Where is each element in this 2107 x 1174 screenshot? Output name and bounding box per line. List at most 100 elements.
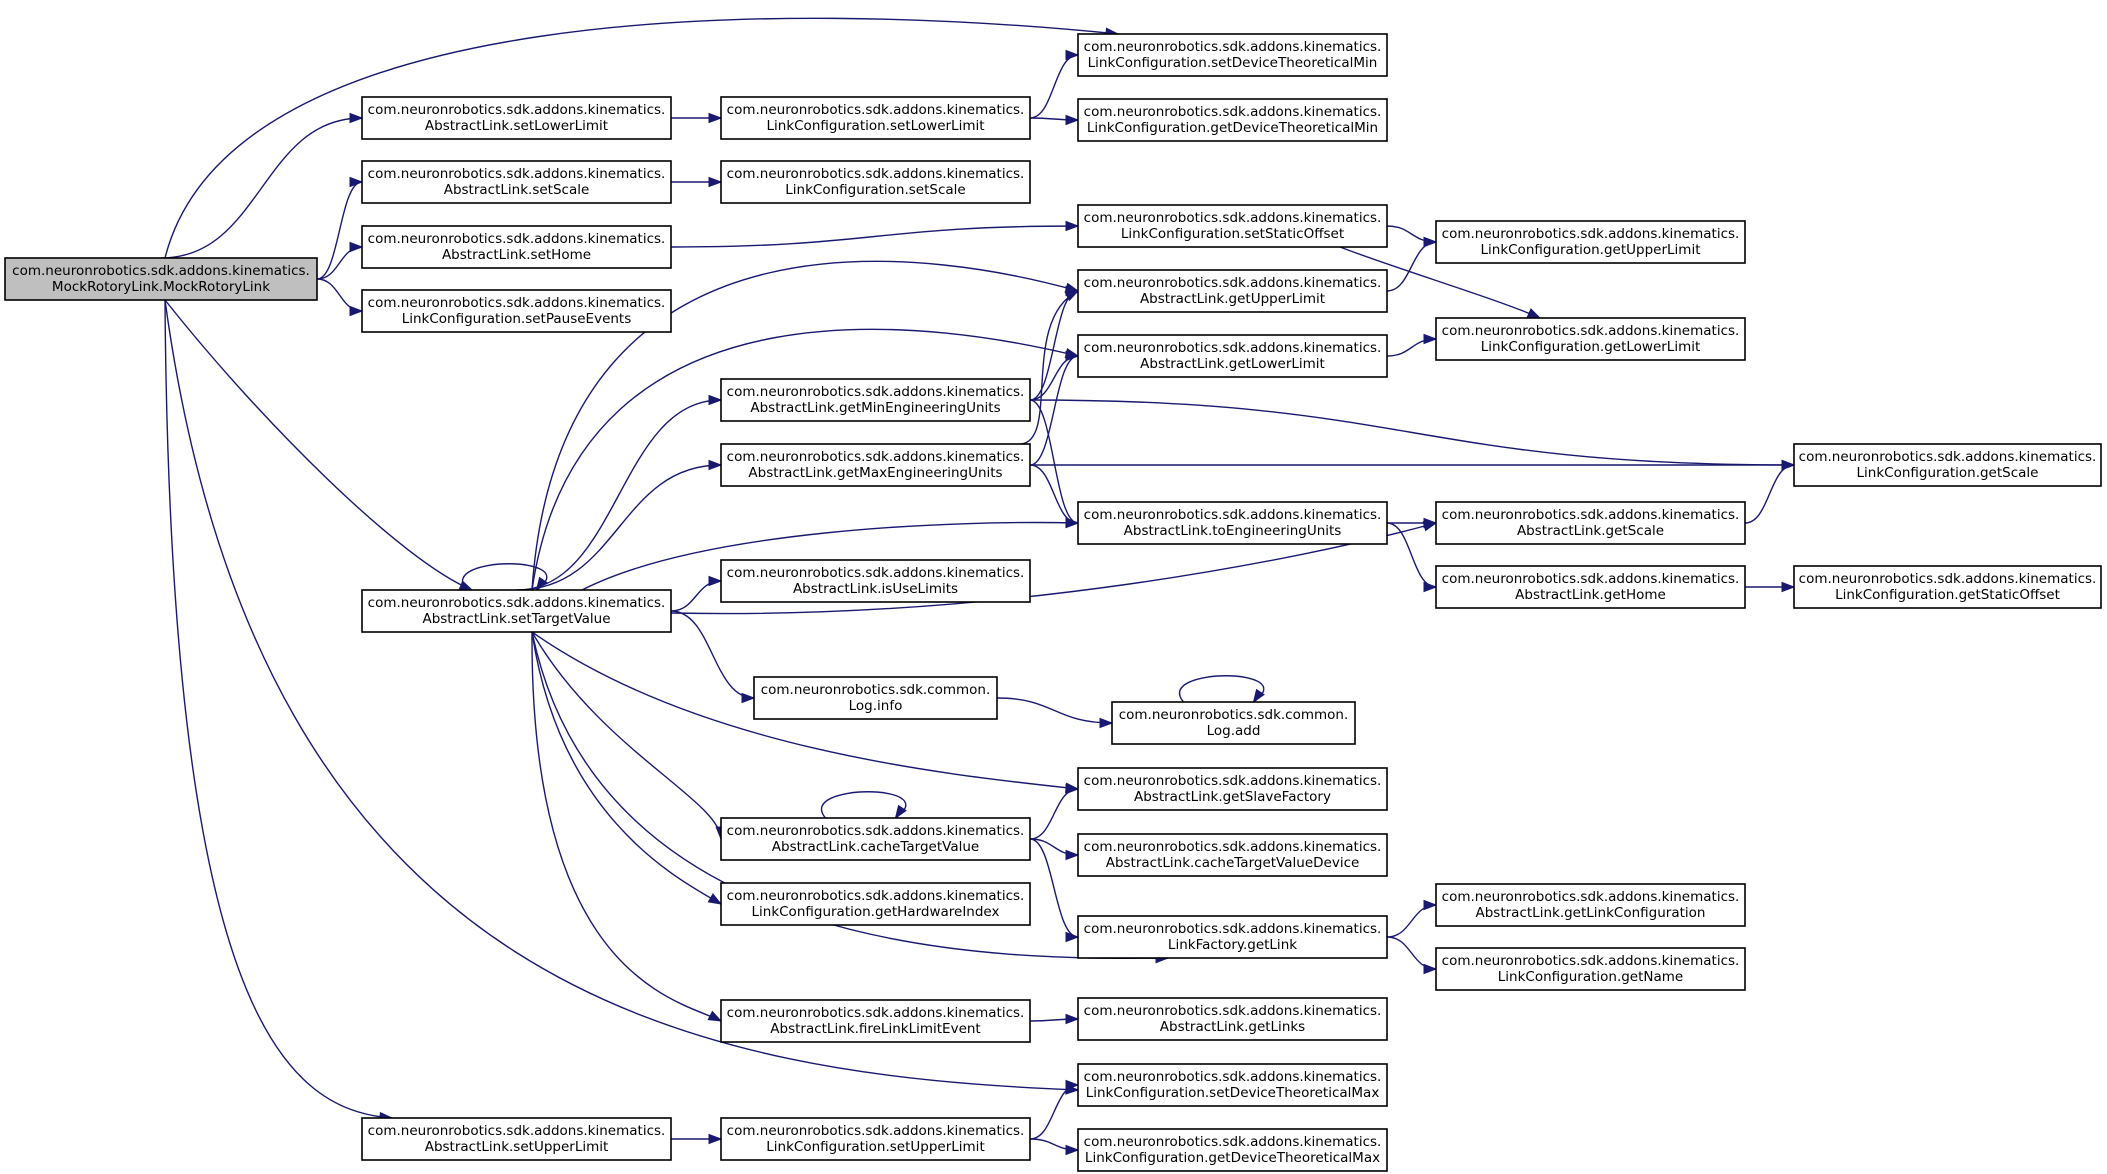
edge-al_getMinEU-to-al_toEU xyxy=(1029,399,1080,529)
node-al_getMinEU[interactable]: com.neuronrobotics.sdk.addons.kinematics… xyxy=(720,378,1031,422)
node-label-line2: AbstractLink.setTargetValue xyxy=(422,611,610,627)
edge-al_getMaxEU-to-al_getUpperLimit xyxy=(1020,290,1080,445)
node-label-line2: LinkConfiguration.getStaticOffset xyxy=(1835,587,2060,603)
node-label-line2: LinkConfiguration.setLowerLimit xyxy=(766,118,984,134)
node-label-line1: com.neuronrobotics.sdk.addons.kinematics… xyxy=(727,449,1025,465)
node-box xyxy=(720,96,1031,140)
node-al_getLinkConfiguration[interactable]: com.neuronrobotics.sdk.addons.kinematics… xyxy=(1435,883,1746,927)
node-lc_setUpperLimit[interactable]: com.neuronrobotics.sdk.addons.kinematics… xyxy=(720,1117,1031,1161)
node-al_cacheTargetValue[interactable]: com.neuronrobotics.sdk.addons.kinematics… xyxy=(720,817,1031,861)
node-box xyxy=(1077,915,1388,959)
node-label-line1: com.neuronrobotics.sdk.common. xyxy=(1119,707,1349,723)
edge-arrowhead xyxy=(1064,290,1080,302)
node-lc_setStaticOffset[interactable]: com.neuronrobotics.sdk.addons.kinematics… xyxy=(1077,204,1388,248)
node-log_info[interactable]: com.neuronrobotics.sdk.common.Log.info xyxy=(753,676,998,720)
node-label-line2: AbstractLink.getScale xyxy=(1517,523,1664,539)
edge-line xyxy=(1029,788,1079,840)
node-box xyxy=(361,289,672,333)
node-label-line2: MockRotoryLink.MockRotoryLink xyxy=(52,279,270,295)
node-al_setLowerLimit[interactable]: com.neuronrobotics.sdk.addons.kinematics… xyxy=(361,96,672,140)
node-al_setScale[interactable]: com.neuronrobotics.sdk.addons.kinematics… xyxy=(361,160,672,204)
node-al_getLinks[interactable]: com.neuronrobotics.sdk.addons.kinematics… xyxy=(1077,997,1388,1041)
node-label-line1: com.neuronrobotics.sdk.addons.kinematics… xyxy=(368,1123,666,1139)
node-al_fireLinkLimitEvent[interactable]: com.neuronrobotics.sdk.addons.kinematics… xyxy=(720,999,1031,1043)
node-label-line1: com.neuronrobotics.sdk.addons.kinematics… xyxy=(1084,839,1382,855)
edge-log_info-to-log_add xyxy=(996,697,1114,729)
node-label-line1: com.neuronrobotics.sdk.addons.kinematics… xyxy=(1442,571,1740,587)
node-al_getLowerLimit[interactable]: com.neuronrobotics.sdk.addons.kinematics… xyxy=(1077,334,1388,378)
node-label-line1: com.neuronrobotics.sdk.addons.kinematics… xyxy=(12,263,310,279)
node-label-line1: com.neuronrobotics.sdk.addons.kinematics… xyxy=(1084,210,1382,226)
edge-arrowhead xyxy=(1065,1144,1080,1156)
node-log_add[interactable]: com.neuronrobotics.sdk.common.Log.add xyxy=(1111,701,1356,745)
node-lc_getDevTheoMax[interactable]: com.neuronrobotics.sdk.addons.kinematics… xyxy=(1077,1128,1388,1172)
node-label-line2: LinkFactory.getLink xyxy=(1168,937,1297,953)
edge-arrowhead xyxy=(1423,963,1438,975)
node-al_setUpperLimit[interactable]: com.neuronrobotics.sdk.addons.kinematics… xyxy=(361,1117,672,1161)
node-lc_setDevTheoMin[interactable]: com.neuronrobotics.sdk.addons.kinematics… xyxy=(1077,33,1388,77)
node-al_getUpperLimit[interactable]: com.neuronrobotics.sdk.addons.kinematics… xyxy=(1077,269,1388,313)
edge-arrowhead xyxy=(1065,350,1080,362)
node-label-line1: com.neuronrobotics.sdk.addons.kinematics… xyxy=(1084,773,1382,789)
node-label-line1: com.neuronrobotics.sdk.addons.kinematics… xyxy=(368,295,666,311)
edge-line xyxy=(1029,399,1795,466)
node-lc_getHardwareIndex[interactable]: com.neuronrobotics.sdk.addons.kinematics… xyxy=(720,882,1031,926)
node-label-line2: LinkConfiguration.setScale xyxy=(785,182,965,198)
node-al_isUseLimits[interactable]: com.neuronrobotics.sdk.addons.kinematics… xyxy=(720,559,1031,603)
node-label-line2: LinkConfiguration.getHardwareIndex xyxy=(751,904,999,920)
node-lc_getName[interactable]: com.neuronrobotics.sdk.addons.kinematics… xyxy=(1435,947,1746,991)
edge-lc_setUpperLimit-to-lc_getDevTheoMax xyxy=(1029,1138,1080,1156)
node-al_setTargetValue[interactable]: com.neuronrobotics.sdk.addons.kinematics… xyxy=(361,589,672,633)
edge-root-to-al_setUpperLimit xyxy=(164,299,394,1123)
edge-line xyxy=(316,181,363,280)
node-lc_getDevTheoMin[interactable]: com.neuronrobotics.sdk.addons.kinematics… xyxy=(1077,98,1388,142)
node-root[interactable]: com.neuronrobotics.sdk.addons.kinematics… xyxy=(4,257,318,301)
node-box xyxy=(361,589,672,633)
edge-al_fireLinkLimitEvent-to-al_getLinks xyxy=(1029,1013,1080,1025)
node-box xyxy=(1435,220,1746,264)
edge-arrowhead xyxy=(708,459,723,471)
node-box xyxy=(1793,565,2102,609)
node-label-line2: AbstractLink.getLinkConfiguration xyxy=(1476,905,1706,921)
node-al_cacheTVDevice[interactable]: com.neuronrobotics.sdk.addons.kinematics… xyxy=(1077,833,1388,877)
node-lc_setScale[interactable]: com.neuronrobotics.sdk.addons.kinematics… xyxy=(720,160,1031,204)
edge-arrowhead xyxy=(708,112,723,124)
node-al_getHome[interactable]: com.neuronrobotics.sdk.addons.kinematics… xyxy=(1435,565,1746,609)
node-label-line2: LinkConfiguration.getUpperLimit xyxy=(1480,242,1700,258)
edge-arrowhead xyxy=(1065,849,1080,861)
node-box xyxy=(361,225,672,269)
node-label-line2: AbstractLink.setUpperLimit xyxy=(425,1139,609,1155)
node-lc_getStaticOffset[interactable]: com.neuronrobotics.sdk.addons.kinematics… xyxy=(1793,565,2102,609)
edge-root-to-al_setHome xyxy=(316,241,364,280)
node-al_toEU[interactable]: com.neuronrobotics.sdk.addons.kinematics… xyxy=(1077,501,1388,545)
node-label-line1: com.neuronrobotics.sdk.addons.kinematics… xyxy=(1084,1069,1382,1085)
edge-line xyxy=(531,631,1079,790)
edge-line xyxy=(1029,54,1079,119)
node-lc_getScale[interactable]: com.neuronrobotics.sdk.addons.kinematics… xyxy=(1793,443,2102,487)
node-box xyxy=(1077,767,1388,811)
node-label-line1: com.neuronrobotics.sdk.addons.kinematics… xyxy=(727,823,1025,839)
edge-al_setTargetValue-to-log_info xyxy=(670,610,756,704)
edge-line xyxy=(1029,355,1079,466)
node-lc_setPauseEvents[interactable]: com.neuronrobotics.sdk.addons.kinematics… xyxy=(361,289,672,333)
edge-arrowhead xyxy=(1781,581,1796,593)
node-box xyxy=(361,1117,672,1161)
node-lc_getUpperLimit[interactable]: com.neuronrobotics.sdk.addons.kinematics… xyxy=(1435,220,1746,264)
node-lc_setLowerLimit[interactable]: com.neuronrobotics.sdk.addons.kinematics… xyxy=(720,96,1031,140)
node-label-line2: LinkConfiguration.getScale xyxy=(1857,465,2039,481)
node-lc_setDevTheoMax[interactable]: com.neuronrobotics.sdk.addons.kinematics… xyxy=(1077,1063,1388,1107)
node-al_getMaxEU[interactable]: com.neuronrobotics.sdk.addons.kinematics… xyxy=(720,443,1031,487)
edge-root-to-lc_setPauseEvents xyxy=(316,278,364,317)
node-label-line2: AbstractLink.getUpperLimit xyxy=(1140,291,1325,307)
node-lc_getLowerLimit[interactable]: com.neuronrobotics.sdk.addons.kinematics… xyxy=(1435,317,1746,361)
edge-al_getHome-to-lc_getStaticOffset xyxy=(1745,581,1796,593)
node-lf_getLink[interactable]: com.neuronrobotics.sdk.addons.kinematics… xyxy=(1077,915,1388,959)
edge-al_getScale-to-lc_getScale xyxy=(1744,459,1796,524)
node-al_getScale[interactable]: com.neuronrobotics.sdk.addons.kinematics… xyxy=(1435,501,1746,545)
node-label-line2: AbstractLink.getLinks xyxy=(1160,1019,1305,1035)
node-box xyxy=(720,160,1031,204)
node-al_getSlaveFactory[interactable]: com.neuronrobotics.sdk.addons.kinematics… xyxy=(1077,767,1388,811)
edge-line xyxy=(531,631,722,905)
node-box xyxy=(1077,204,1388,248)
node-al_setHome[interactable]: com.neuronrobotics.sdk.addons.kinematics… xyxy=(361,225,672,269)
